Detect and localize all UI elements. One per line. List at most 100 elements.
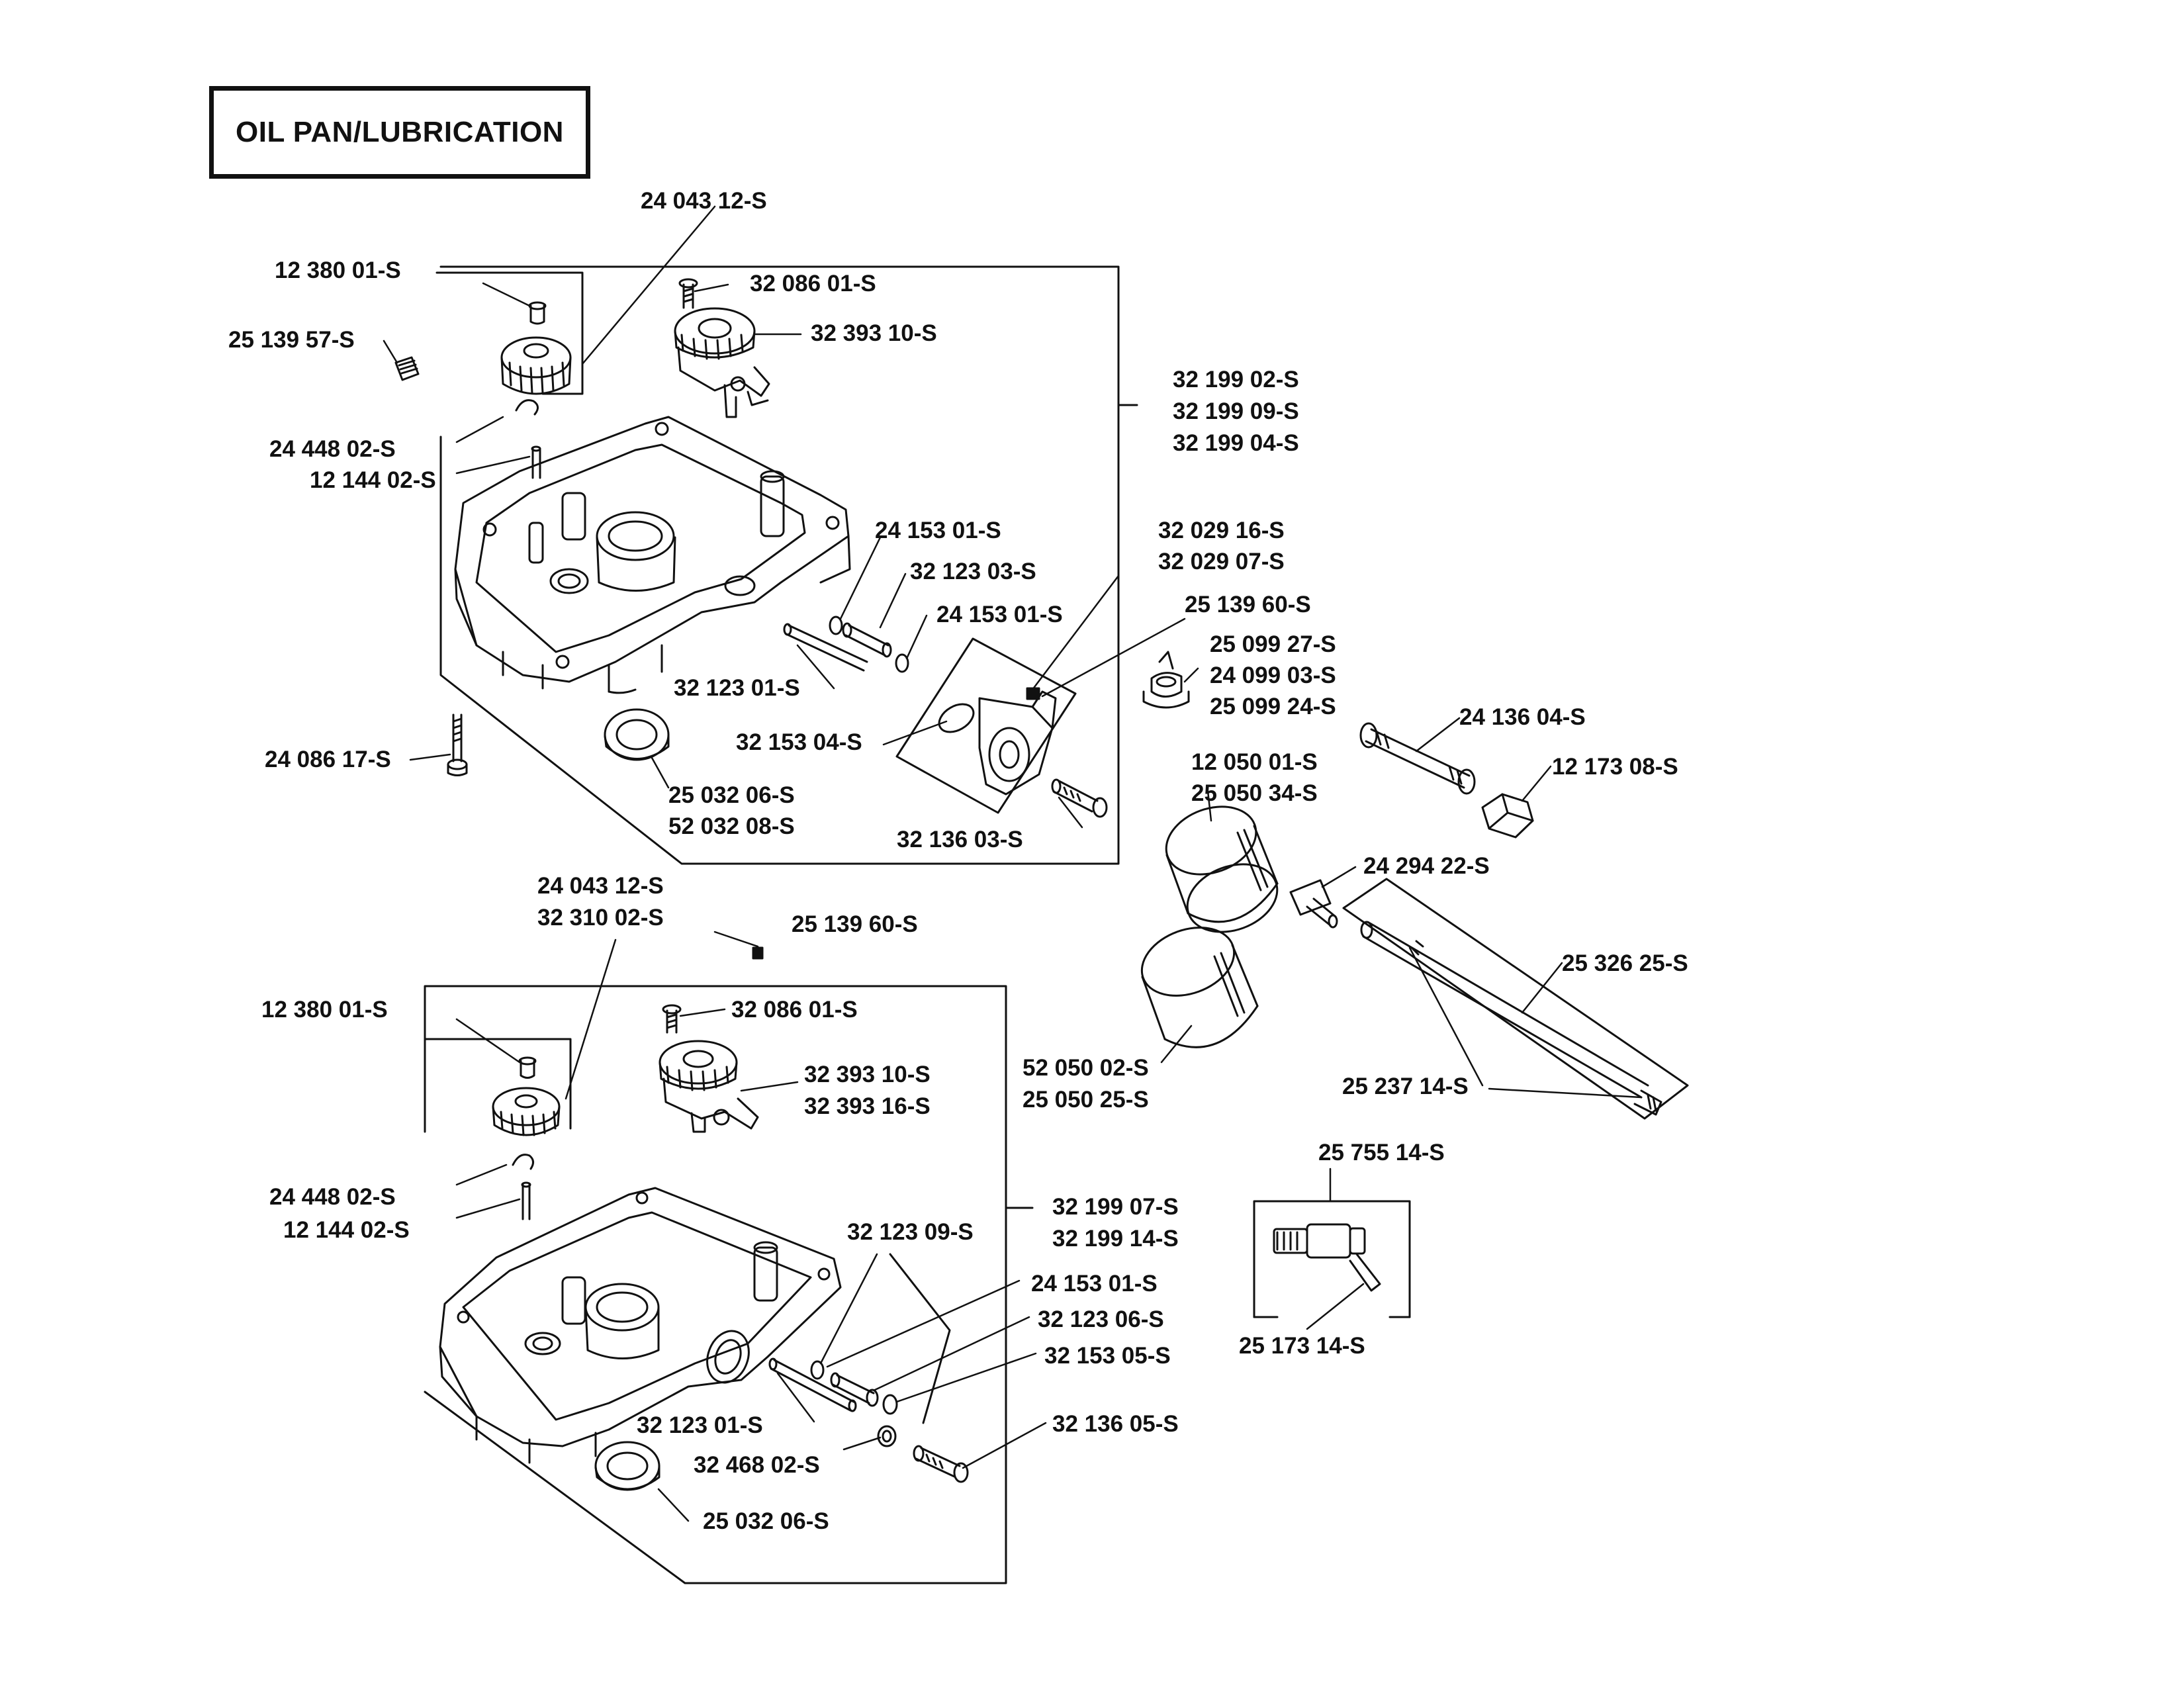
label-bolt-lower: 32 086 01-S [731, 997, 858, 1023]
upper-shaft [531, 445, 541, 479]
label-shaft-lower: 12 144 02-S [283, 1217, 410, 1243]
oil-filter-bottom [1140, 927, 1259, 1048]
lower-oil-pan [439, 1187, 842, 1464]
label-hose: 25 326 25-S [1562, 950, 1688, 976]
dipstick-cap [1142, 651, 1190, 709]
label-plug-lower: 25 139 60-S [792, 911, 918, 937]
label-tube-lower-top: 32 123 09-S [847, 1219, 974, 1245]
drain-valve [1273, 1223, 1381, 1292]
upper-group-bracket [435, 265, 1138, 865]
label-seal-lower: 25 032 06-S [703, 1508, 829, 1534]
upper-idler-gear [500, 336, 572, 395]
lower-pin [518, 1056, 537, 1079]
upper-governor-gear [674, 307, 770, 418]
label-tube-upper-2: 32 123 01-S [674, 675, 800, 701]
drain-valve-bracket [1253, 1200, 1411, 1318]
label-oring-upper-2: 24 153 01-S [936, 602, 1063, 627]
lower-clip [512, 1154, 534, 1170]
label-clip-lower: 24 448 02-S [269, 1184, 396, 1210]
lower-seal [594, 1441, 660, 1491]
label-seal-upper-2: 52 032 08-S [668, 813, 795, 839]
label-tube-lower-mid: 32 123 06-S [1038, 1306, 1164, 1332]
label-oring-lower-2: 32 153 05-S [1044, 1343, 1171, 1369]
label-pin-upper: 12 380 01-S [275, 257, 401, 283]
label-plug-pump: 25 139 60-S [1185, 592, 1311, 617]
lower-oring-2 [882, 1394, 898, 1415]
label-filter-1: 12 050 01-S [1191, 749, 1318, 775]
upper-pump-fitting [1051, 778, 1108, 818]
lower-shaft [521, 1181, 531, 1220]
upper-oil-pump [938, 690, 1057, 796]
lower-fitting [913, 1445, 969, 1483]
upper-oring-2 [895, 653, 909, 673]
lower-washer [877, 1425, 897, 1447]
lower-plug [752, 946, 764, 960]
label-pipe: 24 136 04-S [1459, 704, 1586, 730]
cap-nut [1481, 793, 1534, 839]
label-cap-2: 24 099 03-S [1210, 663, 1336, 688]
label-filter-b-2: 25 050 25-S [1023, 1087, 1149, 1113]
label-pump-upper-1: 32 029 16-S [1158, 518, 1285, 543]
label-gear-lower-2: 32 310 02-S [537, 905, 664, 931]
label-cap-3: 25 099 24-S [1210, 694, 1336, 719]
label-cap-1: 25 099 27-S [1210, 631, 1336, 657]
upper-pump-bracket [895, 637, 1077, 814]
upper-governor-bolt [678, 278, 698, 309]
label-filter-2: 25 050 34-S [1191, 780, 1318, 806]
label-clip-upper: 24 448 02-S [269, 436, 396, 462]
leader-lines [383, 205, 1643, 1522]
lower-tube-long [768, 1357, 857, 1412]
label-oilpan-lower-2: 32 199 14-S [1052, 1226, 1179, 1252]
label-oring-lower-1: 24 153 01-S [1031, 1271, 1158, 1297]
label-gear-lower-1: 24 043 12-S [537, 873, 664, 899]
upper-pin [528, 301, 547, 325]
upper-seal [604, 708, 670, 761]
label-nipple: 24 294 22-S [1363, 853, 1490, 879]
label-governor-upper: 32 393 10-S [811, 320, 937, 346]
label-filter-b-1: 52 050 02-S [1023, 1055, 1149, 1081]
upper-oring-1 [829, 616, 843, 635]
label-oilpan-upper-3: 32 199 04-S [1173, 430, 1299, 456]
filter-nipple [1289, 879, 1338, 929]
upper-tube-short [842, 622, 892, 658]
label-pump-upper-2: 32 029 07-S [1158, 549, 1285, 574]
label-oilpan-lower-1: 32 199 07-S [1052, 1194, 1179, 1220]
lower-governor-bolt [662, 1004, 682, 1034]
page-title: OIL PAN/LUBRICATION [236, 116, 564, 148]
lower-idler-gear [492, 1087, 561, 1136]
label-fitting-lower: 32 136 05-S [1052, 1411, 1179, 1437]
label-seal-upper-1: 25 032 06-S [668, 782, 795, 808]
lower-tube-mid [830, 1372, 879, 1407]
label-governor-lower-2: 32 393 16-S [804, 1093, 931, 1119]
label-bolt-upper: 32 086 01-S [750, 271, 876, 297]
upper-left-plug [394, 356, 420, 381]
upper-bolt-left [447, 713, 468, 776]
label-tube-upper-1: 32 123 03-S [910, 559, 1036, 584]
upper-clip [515, 399, 539, 416]
upper-tube-long [783, 623, 868, 672]
label-tube-lower-long: 32 123 01-S [637, 1412, 763, 1438]
label-oilpan-upper-1: 32 199 02-S [1173, 367, 1299, 392]
label-oilpan-upper-2: 32 199 09-S [1173, 398, 1299, 424]
label-pin-lower: 12 380 01-S [261, 997, 388, 1023]
label-cap-nut: 12 173 08-S [1552, 754, 1678, 780]
label-bolt-left: 24 086 17-S [265, 747, 391, 772]
title-box: OIL PAN/LUBRICATION [209, 86, 590, 179]
label-clamp: 25 237 14-S [1342, 1074, 1469, 1099]
drain-hose-bracket [1342, 878, 1689, 1120]
extension-pipe [1359, 722, 1476, 795]
lower-group-bracket [424, 985, 1034, 1584]
lower-governor-gear [659, 1040, 759, 1133]
label-valve-part: 25 173 14-S [1239, 1333, 1365, 1359]
label-plug-upper: 25 139 57-S [228, 327, 355, 353]
oil-filter-top [1165, 805, 1279, 933]
label-oring-upper-1: 24 153 01-S [875, 518, 1001, 543]
label-pump-fitting: 32 136 03-S [897, 827, 1023, 852]
label-gear-upper: 24 043 12-S [641, 188, 767, 214]
lower-tube-bracket [889, 1253, 951, 1424]
label-washer-lower: 32 468 02-S [694, 1452, 820, 1478]
upper-oil-pan [454, 416, 851, 694]
lower-oring-1 [810, 1360, 825, 1380]
